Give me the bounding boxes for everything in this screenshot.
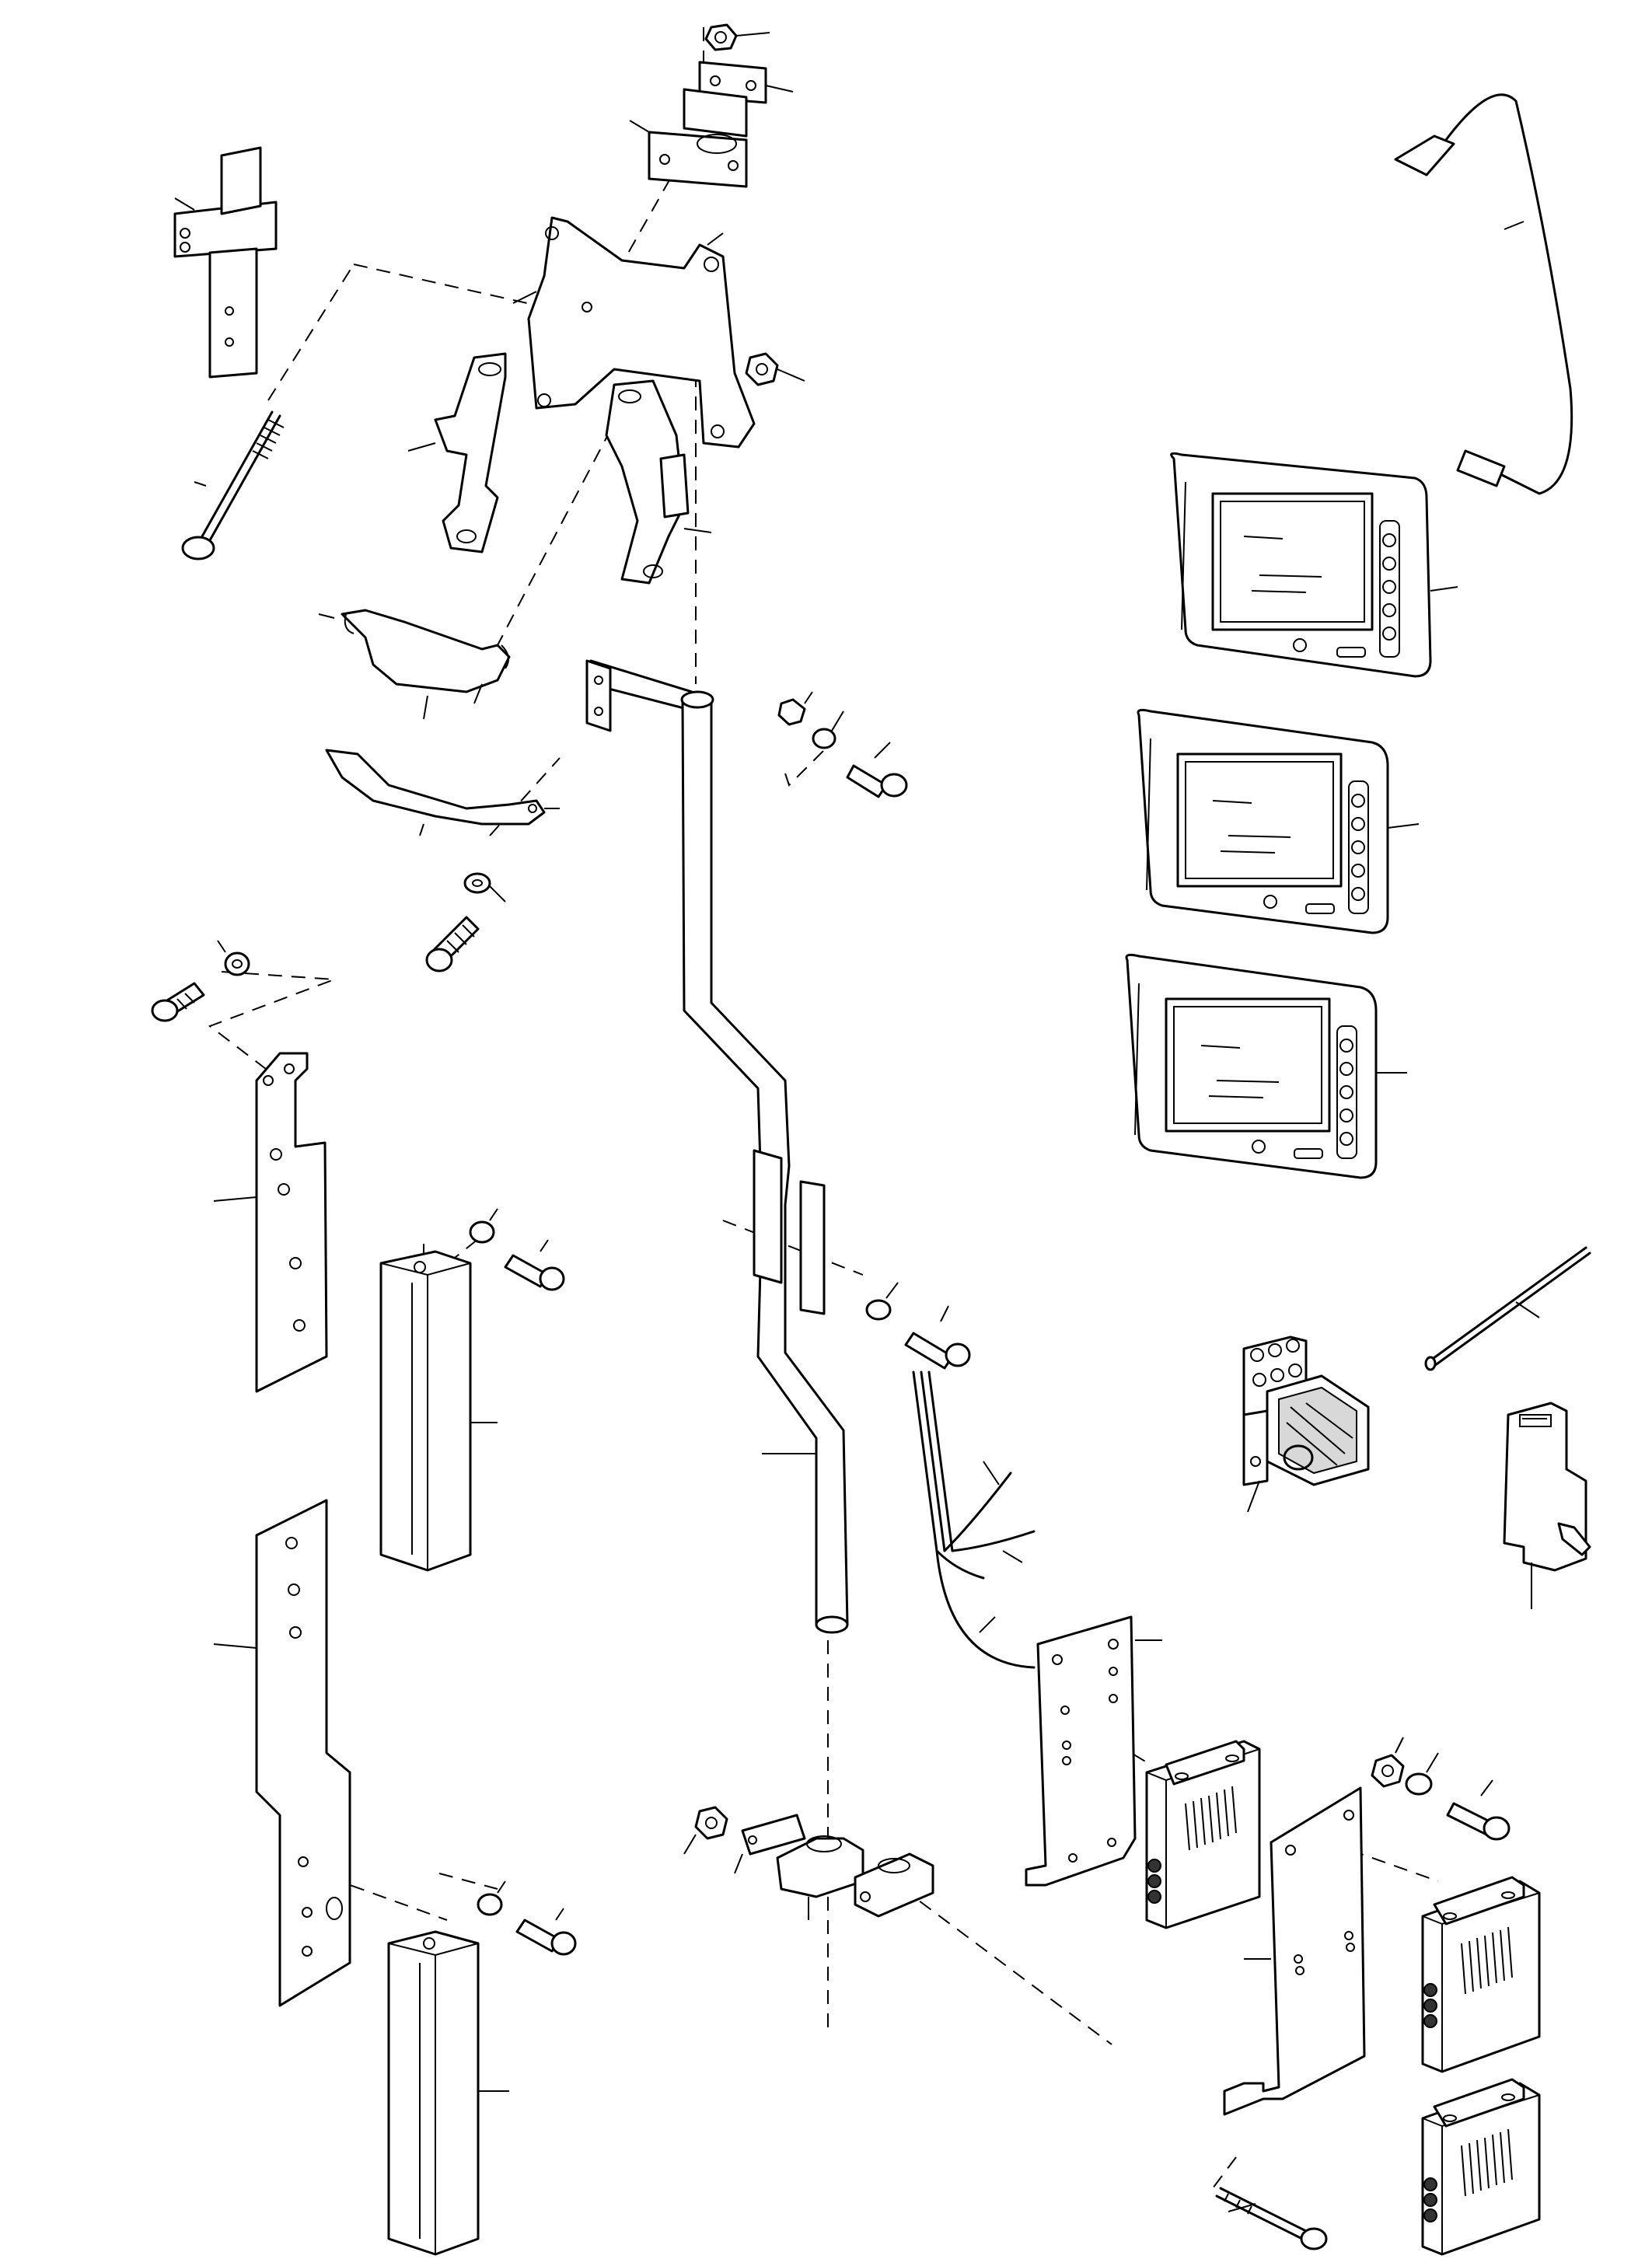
wire xyxy=(1424,1246,1591,1371)
washer-mast-mid xyxy=(865,1282,971,1370)
pipe-clamp-top xyxy=(629,88,748,188)
washer-left xyxy=(217,940,250,976)
relay xyxy=(1242,1335,1370,1513)
plate-lower xyxy=(213,1499,351,2007)
camera-cable xyxy=(1394,93,1573,495)
plate-upper xyxy=(213,1052,328,1393)
monitor-2 xyxy=(1137,708,1420,934)
hook-bracket-lower xyxy=(325,749,560,836)
mast-pipe xyxy=(585,659,849,1634)
top-nut xyxy=(704,23,770,51)
washer-mast xyxy=(777,691,908,798)
control-box-1 xyxy=(1145,1740,1261,1929)
monitor-3 xyxy=(1125,953,1407,1179)
washer-upper-left xyxy=(463,872,506,903)
bolt-left xyxy=(151,982,205,1022)
long-bolt-bottom xyxy=(1215,2187,1328,2250)
monitor-1 xyxy=(1170,452,1458,678)
bolt-upper-left xyxy=(425,916,480,972)
angle-bracket-right xyxy=(605,379,712,585)
square-tube-lower xyxy=(387,1880,577,2256)
mount-plate xyxy=(512,216,756,449)
control-box-3 xyxy=(1421,2078,1541,2256)
bracket-plate-1 xyxy=(1025,1615,1162,1887)
t-bracket xyxy=(173,146,278,379)
control-box-2 xyxy=(1421,1876,1541,2073)
long-bolt xyxy=(181,410,285,560)
side-nut xyxy=(745,352,805,386)
hook-bracket-upper xyxy=(318,609,511,720)
pipe-clamp-bottom xyxy=(683,1806,934,1920)
square-tube-upper xyxy=(379,1208,565,1572)
harness xyxy=(912,1370,1036,1669)
fastener-right-upper xyxy=(1371,1737,1511,1841)
fuse-holder xyxy=(1503,1402,1591,1609)
angle-bracket-left xyxy=(407,352,507,553)
bracket-plate-2 xyxy=(1223,1786,1366,2116)
